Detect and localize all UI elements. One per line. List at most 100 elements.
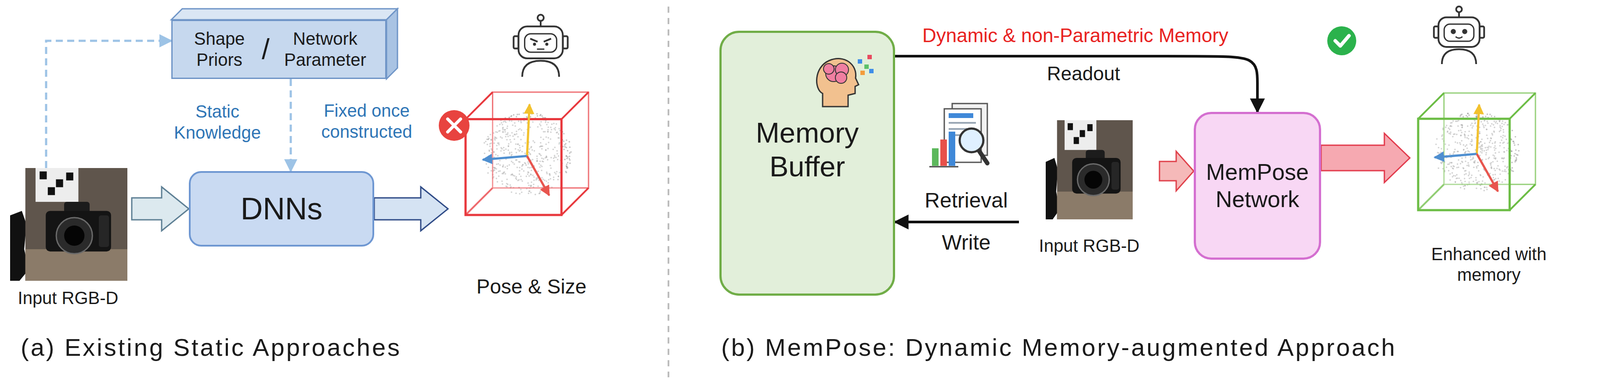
point-cloud-dot [506, 178, 509, 181]
point-cloud-dot [487, 172, 489, 175]
point-cloud-dot [570, 151, 572, 154]
robot-body [522, 61, 560, 77]
point-cloud-dot [548, 179, 550, 181]
point-cloud-dot [1442, 157, 1445, 160]
point-cloud-dot [564, 146, 567, 149]
point-cloud-dot [521, 151, 524, 153]
point-cloud-dot [1489, 125, 1492, 127]
point-cloud-dot [504, 117, 507, 120]
node-text: Memory Buffer [732, 116, 882, 184]
point-cloud-dot [1466, 115, 1469, 118]
point-cloud-dot [1459, 115, 1462, 118]
point-cloud-dot [1472, 125, 1474, 127]
point-cloud-dot [553, 156, 556, 159]
point-cloud-dot [1461, 161, 1464, 164]
knowledge-box: Shape Priors/Network Parameter [171, 19, 387, 80]
point-cloud-dot [517, 143, 520, 146]
point-cloud-dot [519, 147, 521, 149]
point-cloud-dot [505, 121, 507, 124]
point-cloud-dot [1481, 180, 1484, 183]
point-cloud-dot [527, 171, 529, 174]
point-cloud-dot [527, 143, 530, 146]
point-cloud-dot [556, 170, 558, 173]
point-cloud-dot [510, 115, 513, 118]
point-cloud-dot [528, 148, 531, 151]
point-cloud-dot [524, 155, 527, 157]
camera-hump [64, 202, 90, 216]
point-cloud-dot [1472, 180, 1475, 183]
point-cloud-dot [1451, 172, 1454, 174]
point-cloud-dot [1466, 125, 1469, 128]
point-cloud-dot [1503, 170, 1506, 173]
point-cloud-dot [1466, 137, 1469, 139]
point-cloud-dot [497, 142, 499, 145]
point-cloud-dot [536, 115, 539, 117]
rgbd-photo [10, 168, 128, 282]
point-cloud-dot [528, 187, 531, 190]
point-cloud-dot [1465, 151, 1467, 153]
point-cloud-dot [1448, 169, 1450, 172]
point-cloud-dot [499, 164, 502, 167]
point-cloud-dot [1465, 173, 1467, 175]
point-cloud-dot [1448, 132, 1451, 135]
point-cloud-dot [1435, 155, 1438, 158]
point-cloud-dot [1465, 144, 1468, 147]
point-cloud-dot [1466, 147, 1469, 150]
point-cloud-dot [1456, 177, 1459, 180]
point-cloud-dot [1499, 142, 1502, 145]
memory-box: Memory Buffer [719, 30, 896, 297]
point-cloud-dot [1477, 170, 1480, 173]
cube-edge [561, 92, 589, 120]
point-cloud-dot [493, 142, 495, 145]
point-cloud-dot [498, 142, 500, 145]
point-cloud-dot [1482, 168, 1485, 171]
point-cloud-dot [1440, 155, 1442, 158]
point-cloud-dot [541, 115, 543, 118]
point-cloud-dot [1464, 155, 1467, 157]
point-cloud-dot [520, 138, 522, 141]
point-cloud-dot [1490, 115, 1493, 118]
point-cloud-dot [1490, 167, 1493, 170]
point-cloud-dot [498, 130, 501, 132]
point-cloud-dot [1467, 164, 1470, 167]
point-cloud-dot [1479, 184, 1481, 186]
point-cloud-dot [515, 192, 517, 195]
point-cloud-dot [1487, 148, 1489, 151]
retrieval-icon [929, 103, 988, 167]
point-cloud-dot [1491, 161, 1494, 163]
point-cloud-dot [546, 173, 549, 175]
cube-edge [1509, 184, 1536, 211]
point-cloud-dot [1437, 167, 1440, 170]
point-cloud-dot [500, 122, 503, 124]
point-cloud-dot [502, 172, 505, 174]
point-cloud-dot [1499, 126, 1502, 129]
point-cloud-dot [503, 171, 506, 174]
point-cloud-dot [1490, 164, 1492, 167]
point-cloud-dot [1480, 162, 1483, 164]
point-cloud-dot [526, 187, 528, 190]
point-cloud-dot [520, 122, 523, 124]
point-cloud-dot [1493, 155, 1496, 158]
point-cloud-dot [1485, 118, 1488, 120]
point-cloud-dot [515, 130, 518, 133]
point-cloud-dot [1481, 123, 1484, 126]
point-cloud-dot [1514, 161, 1517, 163]
point-cloud-dot [1514, 159, 1517, 162]
point-cloud-dot [1492, 174, 1495, 177]
node-text: MemPose Network [1201, 158, 1314, 214]
point-cloud-dot [1502, 160, 1505, 163]
point-cloud-dot [1503, 141, 1506, 144]
point-cloud-dot [1466, 184, 1469, 186]
point-cloud-dot [502, 126, 504, 129]
point-cloud-dot [505, 139, 508, 141]
point-cloud-dot [487, 166, 490, 169]
point-cloud-dot [502, 131, 504, 134]
point-cloud-dot [1492, 124, 1495, 127]
point-cloud-dot [1449, 133, 1452, 135]
point-cloud-dot [1497, 118, 1500, 121]
point-cloud-dot [548, 173, 551, 176]
point-cloud-dot [1484, 170, 1487, 173]
point-cloud-dot [500, 119, 503, 122]
point-cloud-dot [1516, 154, 1518, 156]
point-cloud-dot [1486, 137, 1489, 140]
